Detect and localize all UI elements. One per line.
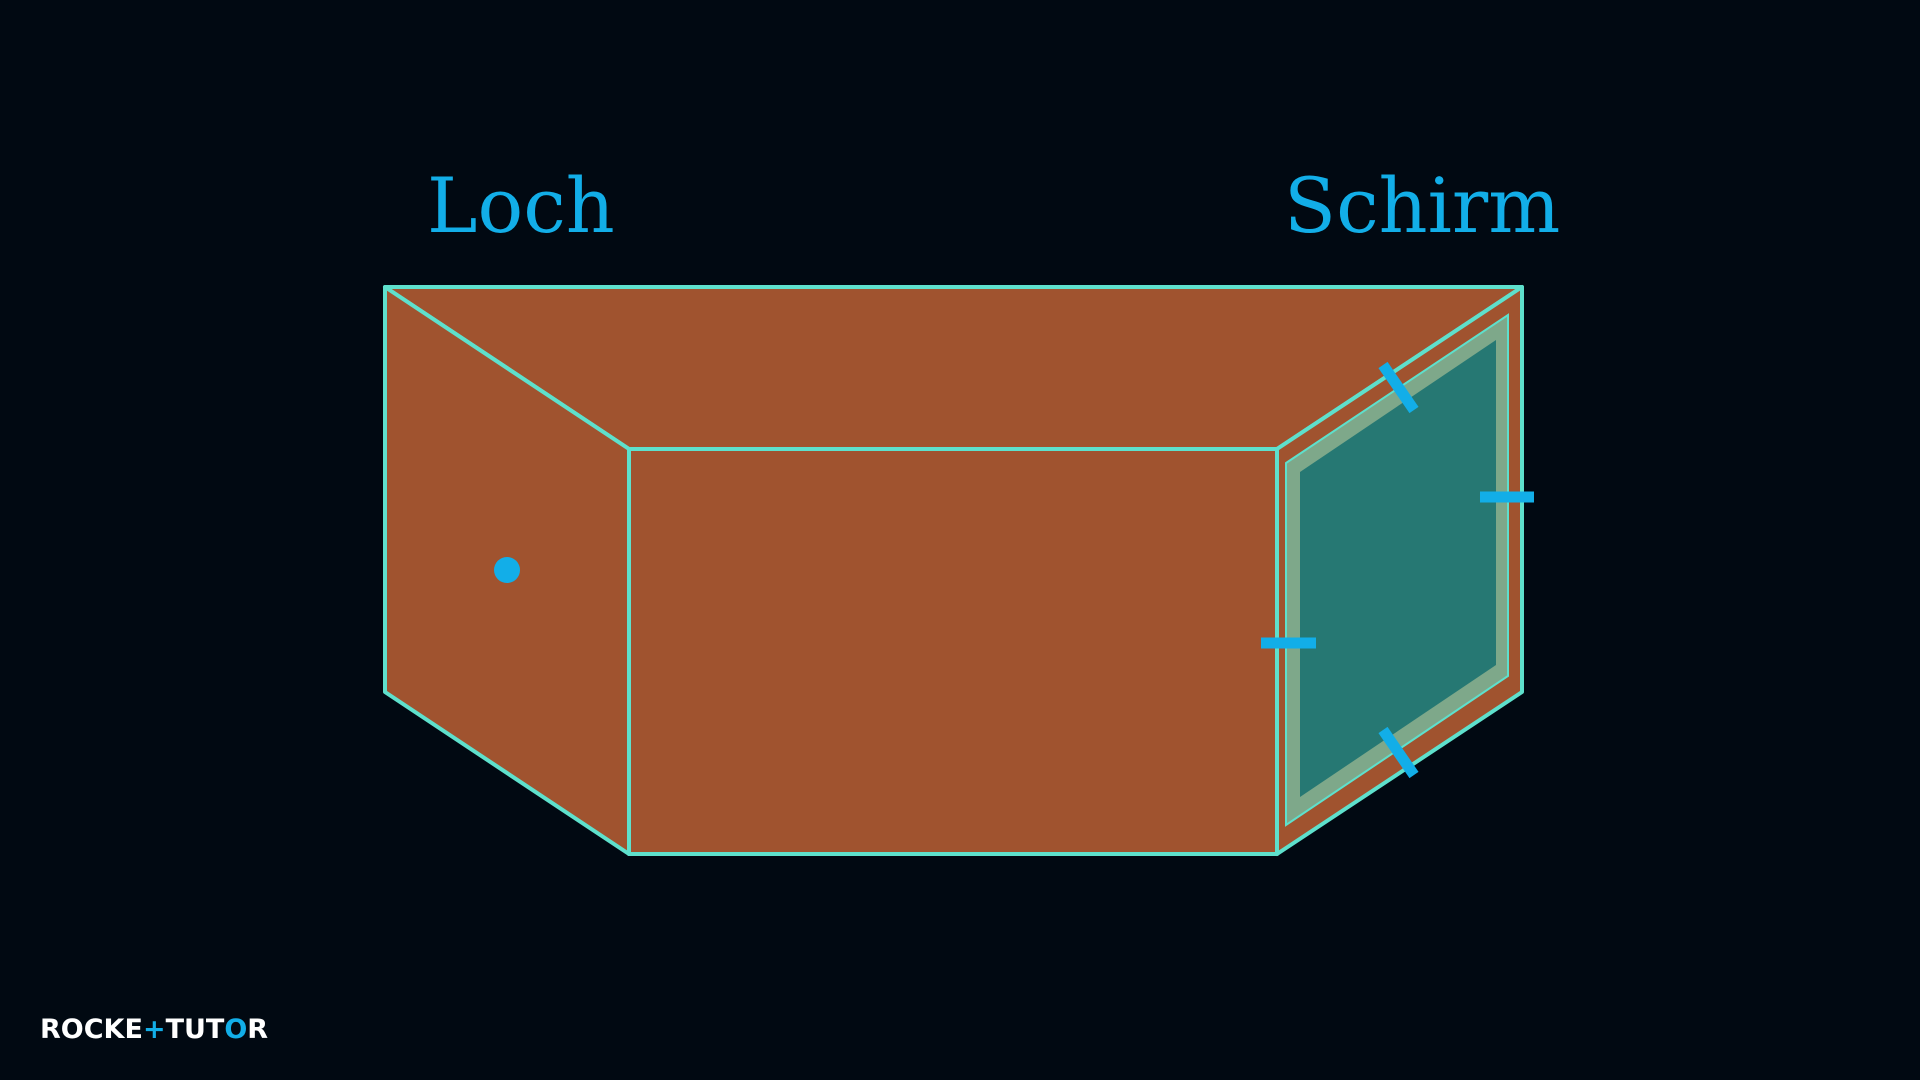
rockettutor-logo: ROCKE+TUTOR: [40, 1014, 268, 1045]
hole-label: Loch: [427, 161, 615, 250]
screen: [1285, 313, 1509, 827]
screen-label: Schirm: [1284, 161, 1560, 250]
box-bottom-face: [627, 447, 1279, 856]
logo-text: ROCKE+TUTOR: [40, 1014, 268, 1045]
screen-surface: [1300, 340, 1496, 797]
screen-markers: [1261, 361, 1534, 779]
pinhole-dot: [494, 557, 520, 583]
screen-marker-bottom: [1378, 726, 1419, 779]
screen-marker-top: [1378, 361, 1419, 414]
